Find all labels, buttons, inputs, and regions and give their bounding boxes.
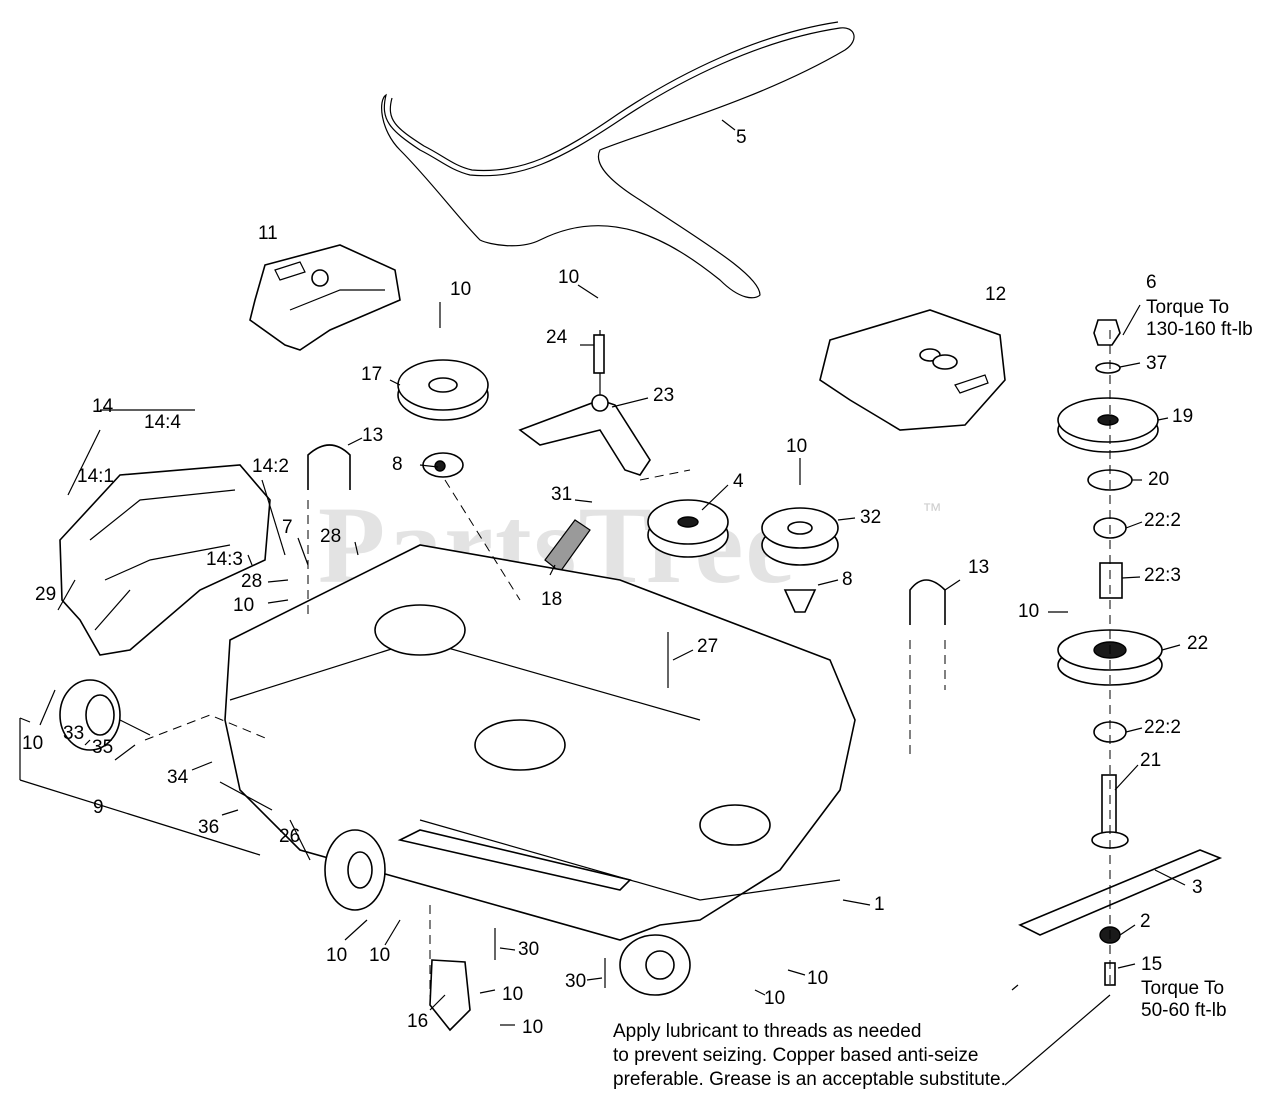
label-7: 7 (282, 517, 293, 538)
label-10l: 10 (522, 1017, 544, 1038)
torque-top-line2: 130-160 ft-lb (1146, 319, 1253, 340)
label-26: 26 (279, 826, 301, 847)
label-8a: 8 (392, 454, 403, 475)
gauge-wheel-33 (59, 679, 151, 751)
label-30b: 30 (565, 971, 587, 992)
idler-pulley-32 (761, 507, 839, 613)
label-4: 4 (733, 471, 744, 492)
label-10f: 10 (22, 733, 44, 754)
torque-bottom-line1: Torque To (1141, 978, 1225, 999)
belt-cover-right (819, 309, 1006, 431)
label-5: 5 (736, 127, 747, 148)
label-21: 21 (1140, 750, 1162, 771)
torque-top-line1: Torque To (1146, 297, 1230, 318)
label-10e: 10 (1018, 601, 1040, 622)
label-11: 11 (258, 223, 278, 244)
label-15: 15 (1141, 954, 1163, 975)
belt-cover-left (249, 244, 401, 351)
deflector-bracket (429, 959, 471, 1032)
spring-18 (544, 519, 591, 573)
label-14-1: 14:1 (77, 466, 114, 487)
label-16: 16 (407, 1011, 429, 1032)
lubricant-note-line2: to prevent seizing. Copper based anti-se… (613, 1045, 979, 1066)
label-10c: 10 (786, 436, 808, 457)
label-6: 6 (1146, 272, 1157, 293)
label-14-3: 14:3 (206, 549, 243, 570)
label-2: 2 (1140, 911, 1151, 932)
label-13b: 13 (968, 557, 990, 578)
label-10h: 10 (369, 945, 391, 966)
lubricant-note-line3: preferable. Grease is an acceptable subs… (613, 1069, 1006, 1090)
label-32: 32 (860, 507, 882, 528)
label-9: 9 (93, 797, 104, 818)
label-17: 17 (361, 364, 383, 385)
spindle-assembly (1018, 319, 1223, 986)
label-34: 34 (167, 767, 189, 788)
label-22-2a: 22:2 (1144, 510, 1181, 531)
label-27: 27 (697, 636, 719, 657)
front-guard (59, 464, 271, 656)
bolt-36 (219, 781, 273, 811)
label-23: 23 (653, 385, 675, 406)
label-28b: 28 (241, 571, 263, 592)
label-14: 14 (92, 396, 114, 417)
lubricant-note-line1: Apply lubricant to threads as needed (613, 1021, 922, 1042)
label-14-4: 14:4 (144, 412, 181, 433)
label-24: 24 (546, 327, 568, 348)
deck-wheel-right (619, 934, 691, 996)
label-10d: 10 (233, 595, 255, 616)
deck-wheel-left (324, 829, 386, 911)
label-13a: 13 (362, 425, 384, 446)
label-22-3: 22:3 (1144, 565, 1181, 586)
idler-arm (518, 330, 651, 476)
label-10a: 10 (450, 279, 472, 300)
label-10k: 10 (502, 984, 524, 1005)
label-22-2b: 22:2 (1144, 717, 1181, 738)
deck-shell (224, 544, 856, 941)
label-12: 12 (985, 284, 1007, 305)
belt (381, 27, 855, 299)
idler-pulley-17 (397, 359, 489, 478)
label-10j: 10 (764, 988, 786, 1009)
label-10g: 10 (326, 945, 348, 966)
u-bolt-right (909, 579, 946, 625)
label-30a: 30 (518, 939, 540, 960)
label-3: 3 (1192, 877, 1203, 898)
label-33: 33 (63, 723, 85, 744)
label-29: 29 (35, 584, 57, 605)
label-36: 36 (198, 817, 220, 838)
idler-pulley-4 (647, 499, 729, 558)
label-37: 37 (1146, 353, 1168, 374)
label-35: 35 (92, 737, 114, 758)
u-bolt-left (307, 444, 351, 490)
label-19: 19 (1172, 406, 1194, 427)
label-31: 31 (551, 484, 573, 505)
trademark-symbol: ™ (922, 500, 942, 522)
label-20: 20 (1148, 469, 1170, 490)
label-28a: 28 (320, 526, 342, 547)
label-18: 18 (541, 589, 563, 610)
label-22: 22 (1187, 633, 1209, 654)
label-1: 1 (874, 894, 885, 915)
label-10b: 10 (558, 267, 580, 288)
torque-bottom-line2: 50-60 ft-lb (1141, 1000, 1227, 1021)
label-10i: 10 (807, 968, 829, 989)
label-14-2: 14:2 (252, 456, 289, 477)
label-8b: 8 (842, 569, 853, 590)
